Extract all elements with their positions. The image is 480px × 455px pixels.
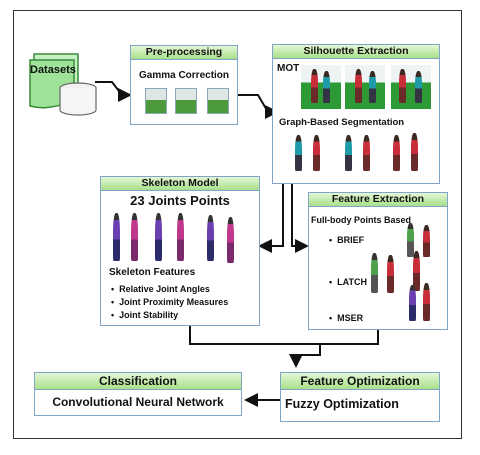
full-body-points-label: Full-body Points Based bbox=[311, 215, 412, 225]
mot-frame-1 bbox=[301, 65, 341, 109]
preprocessing-frame-3 bbox=[207, 88, 229, 114]
skeleton-feature-item: Joint Stability bbox=[111, 310, 178, 320]
silhouette-title: Silhouette Extraction bbox=[273, 45, 439, 59]
gamma-correction-label: Gamma Correction bbox=[139, 70, 230, 81]
segmented-person bbox=[393, 135, 400, 171]
datasets-icon: Datasets bbox=[28, 48, 100, 120]
skeleton-person bbox=[155, 213, 162, 261]
mot-frame-2 bbox=[345, 65, 385, 109]
latch-person bbox=[413, 251, 420, 291]
preprocessing-title: Pre-processing bbox=[131, 46, 237, 60]
latch-person bbox=[387, 255, 394, 293]
feature-extraction-title: Feature Extraction bbox=[309, 193, 447, 207]
brief-person bbox=[407, 223, 414, 257]
mot-person bbox=[369, 71, 376, 103]
latch-person bbox=[371, 253, 378, 293]
skeleton-person bbox=[131, 213, 138, 261]
arrow-features-down bbox=[320, 330, 379, 345]
skeleton-person bbox=[207, 215, 214, 261]
arrow-silhouette-to-features bbox=[291, 184, 309, 253]
skeleton-person bbox=[113, 213, 120, 261]
segmented-person bbox=[363, 135, 370, 171]
mot-label: MOT bbox=[277, 63, 300, 74]
mot-person bbox=[323, 71, 330, 103]
segmented-person bbox=[295, 135, 302, 171]
arrow-merge-to-optimization bbox=[189, 326, 321, 368]
skeleton-model-box: Skeleton Model 23 Joints Points Skeleton… bbox=[100, 176, 260, 326]
cnn-label: Convolutional Neural Network bbox=[52, 395, 224, 409]
graph-segmentation-label: Graph-Based Segmentation bbox=[279, 117, 405, 128]
silhouette-box: Silhouette Extraction MOT Graph-Based Se… bbox=[272, 44, 440, 184]
feature-method-latch: LATCH bbox=[329, 277, 367, 287]
feature-method-mser: MSER bbox=[329, 313, 363, 323]
mot-person bbox=[399, 69, 406, 103]
segmented-person bbox=[345, 135, 352, 171]
arrow-datasets-to-preprocessing bbox=[95, 81, 132, 102]
skeleton-model-title: Skeleton Model bbox=[101, 177, 259, 191]
feature-optimization-box: Feature Optimization Fuzzy Optimization bbox=[280, 372, 440, 422]
skeleton-person bbox=[177, 213, 184, 261]
segmented-person bbox=[411, 133, 418, 171]
mot-person bbox=[311, 69, 318, 103]
skeleton-feature-item: Joint Proximity Measures bbox=[111, 297, 228, 307]
feature-method-brief: BRIEF bbox=[329, 235, 364, 245]
preprocessing-box: Pre-processing Gamma Correction bbox=[130, 45, 238, 125]
mot-person bbox=[415, 71, 422, 103]
feature-extraction-box: Feature Extraction Full-body Points Base… bbox=[308, 192, 448, 330]
mser-person bbox=[409, 285, 416, 321]
classification-title: Classification bbox=[35, 373, 241, 390]
preprocessing-frame-2 bbox=[175, 88, 197, 114]
brief-person bbox=[423, 225, 430, 257]
arrow-preprocessing-to-silhouette bbox=[238, 94, 279, 119]
fuzzy-optimization-label: Fuzzy Optimization bbox=[285, 397, 399, 411]
skeleton-feature-item: Relative Joint Angles bbox=[111, 284, 210, 294]
datasets-label: Datasets bbox=[30, 64, 76, 76]
mot-frame-3 bbox=[391, 65, 431, 109]
skeleton-person bbox=[227, 217, 234, 263]
classification-box: Classification Convolutional Neural Netw… bbox=[34, 372, 242, 416]
arrow-silhouette-to-skeleton bbox=[258, 184, 284, 253]
preprocessing-frame-1 bbox=[145, 88, 167, 114]
joints-points-label: 23 Joints Points bbox=[130, 193, 230, 208]
skeleton-features-title: Skeleton Features bbox=[109, 267, 196, 278]
segmented-person bbox=[313, 135, 320, 171]
feature-optimization-title: Feature Optimization bbox=[281, 373, 439, 390]
mser-person bbox=[423, 283, 430, 321]
mot-person bbox=[355, 69, 362, 103]
